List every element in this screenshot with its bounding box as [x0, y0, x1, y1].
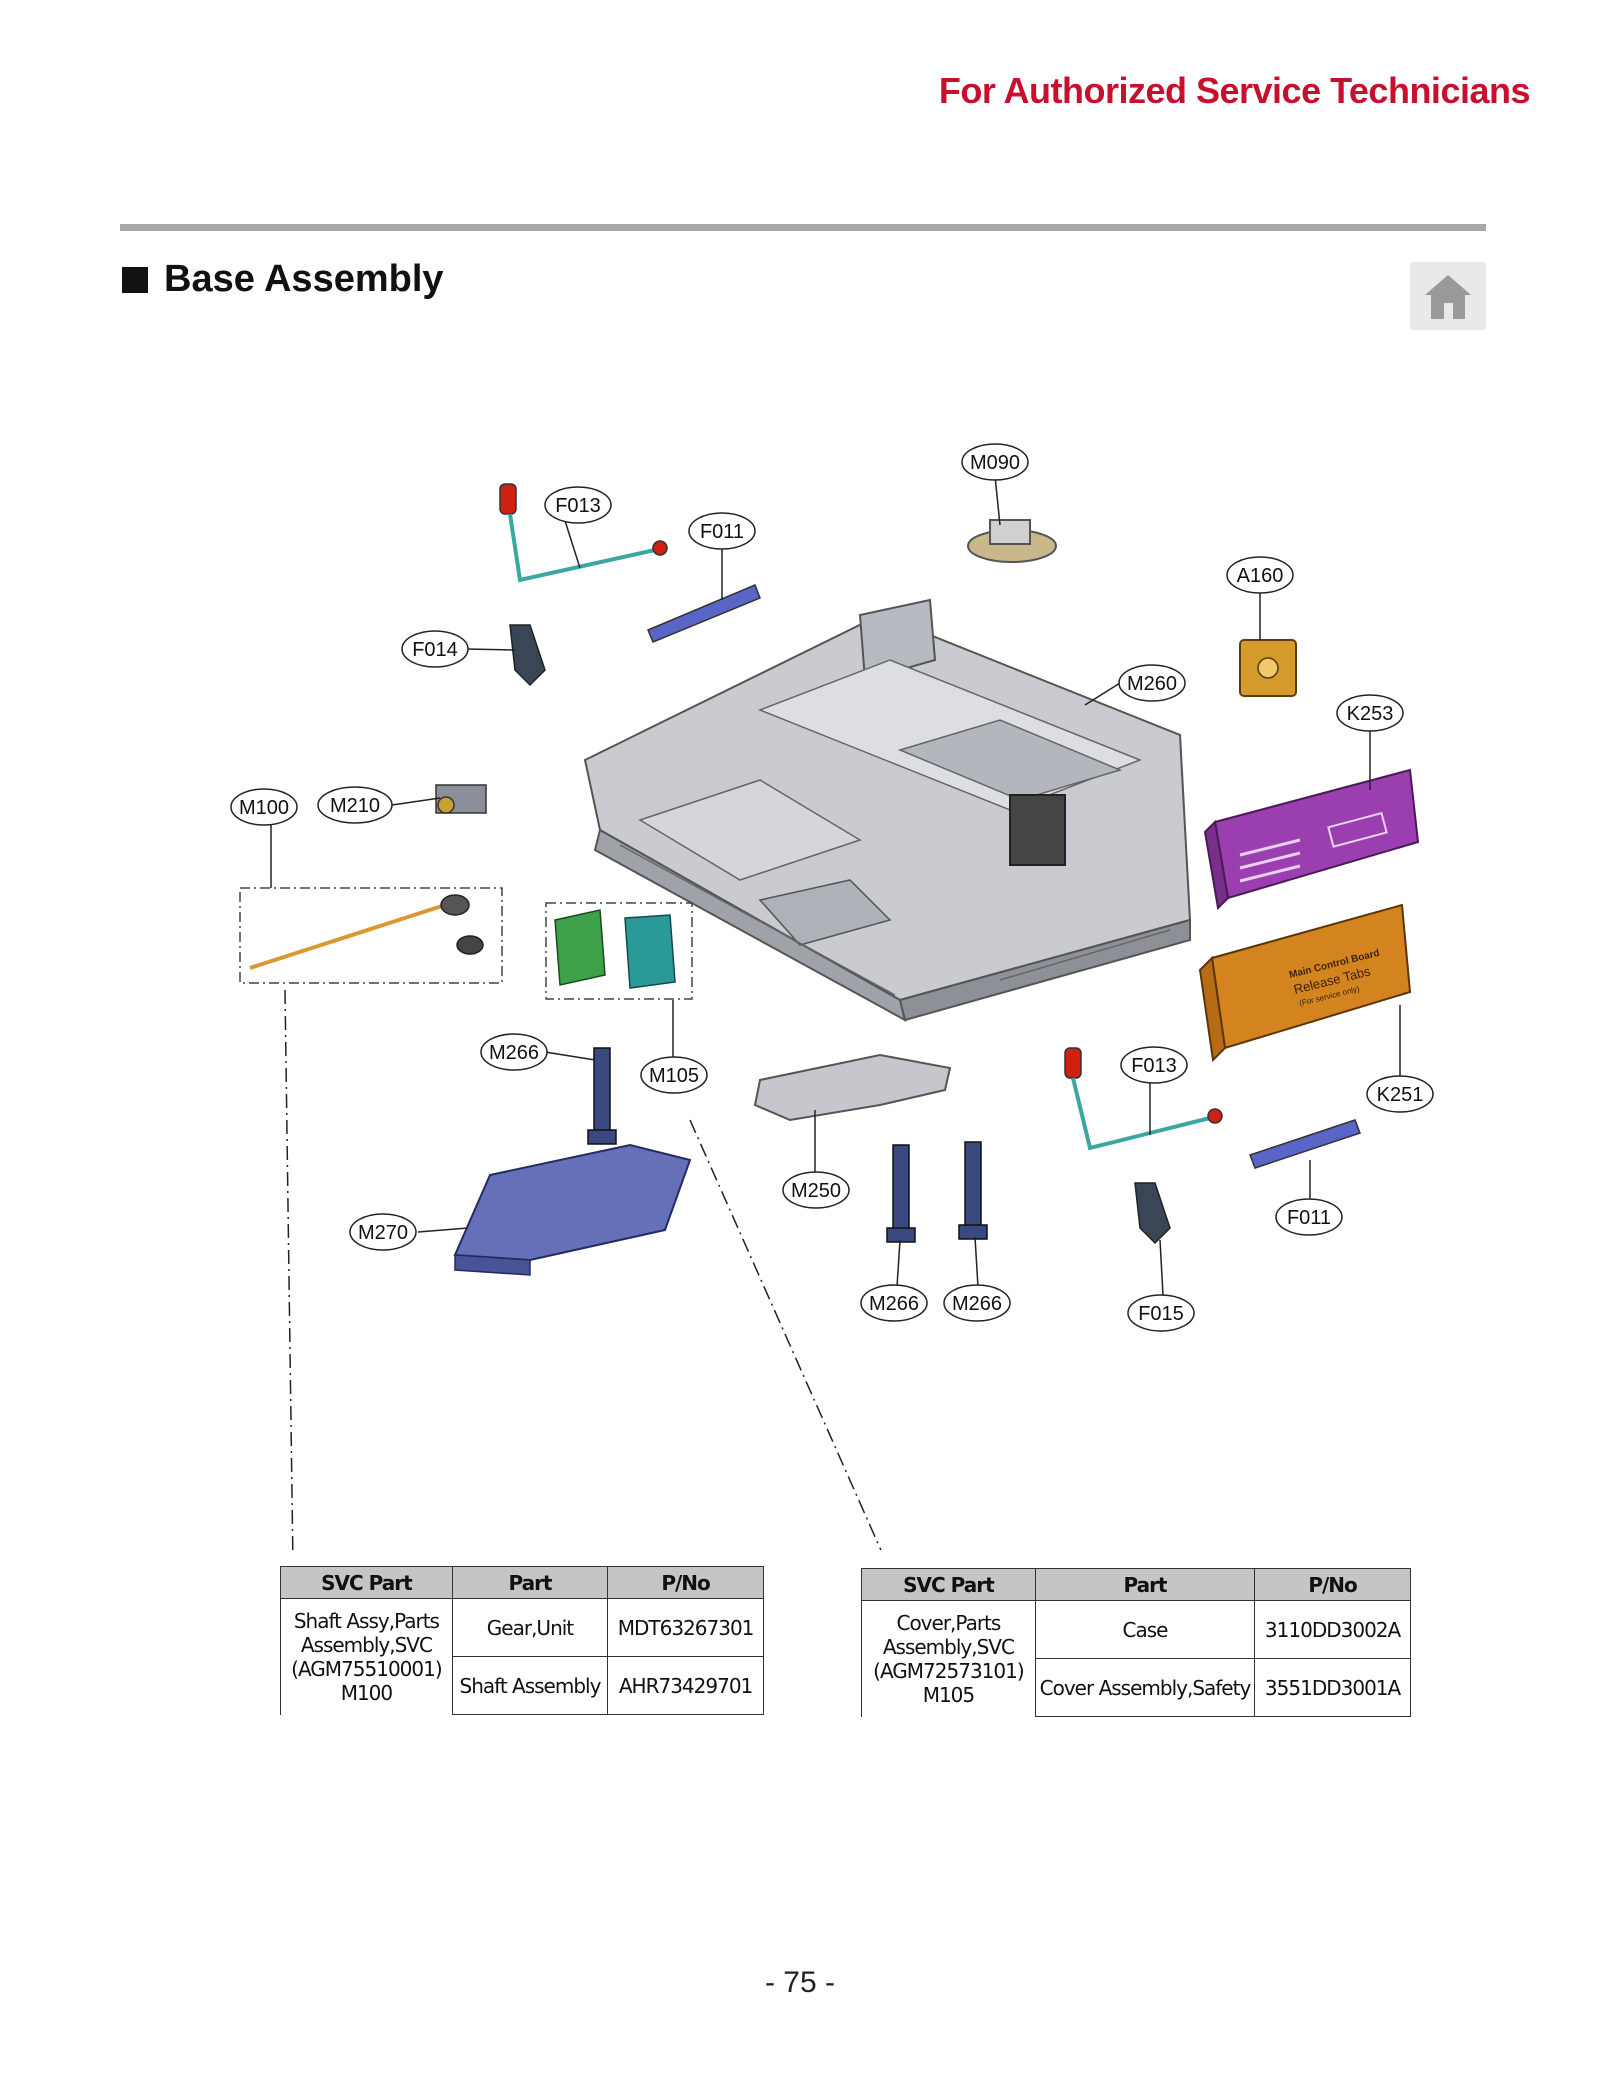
svg-text:M266: M266 — [869, 1293, 919, 1315]
svc-part-line: (AGM72573101) — [873, 1658, 1024, 1683]
exploded-parts-diagram: Main Control Board Release Tabs (For ser… — [230, 443, 1434, 1550]
home-button[interactable] — [1410, 262, 1486, 330]
callout-f015: F015 — [1127, 1294, 1195, 1332]
svg-text:M266: M266 — [489, 1042, 539, 1064]
callout-f011-top: F011 — [688, 512, 756, 550]
part-m266-screw-a — [587, 1047, 617, 1145]
svc-part-line: M100 — [340, 1680, 393, 1705]
callout-a160: A160 — [1226, 556, 1294, 594]
svg-text:F013: F013 — [1131, 1055, 1177, 1077]
header-title: For Authorized Service Technicians — [938, 70, 1531, 111]
svg-text:M260: M260 — [1127, 673, 1177, 695]
svg-text:M270: M270 — [358, 1222, 408, 1244]
section-title: Base Assembly — [122, 258, 444, 301]
callout-m266-c: M266 — [943, 1284, 1011, 1322]
header-divider — [120, 224, 1486, 231]
callout-m100: M100 — [230, 788, 298, 826]
svg-text:M250: M250 — [791, 1180, 841, 1202]
part-m266-screw-b — [886, 1144, 916, 1243]
callout-m105: M105 — [640, 1056, 708, 1094]
table-row: Shaft Assembly AHR73429701 — [281, 1656, 764, 1715]
part-f015 — [1134, 1182, 1171, 1245]
part-k253 — [1203, 768, 1420, 911]
svc-parts-table-m100: SVC Part Part P/No Shaft Assy,Parts Asse… — [280, 1566, 764, 1715]
callout-f013-bottom: F013 — [1120, 1046, 1188, 1084]
table-header-cell: Part — [451, 1566, 609, 1599]
callout-m260: M260 — [1118, 664, 1186, 702]
svg-text:K251: K251 — [1377, 1084, 1424, 1106]
table-header-cell: P/No — [1254, 1568, 1411, 1601]
pno-cell: 3110DD3002A — [1254, 1600, 1411, 1659]
table-header-row: SVC Part Part P/No — [280, 1566, 764, 1599]
pno-cell: 3551DD3001A — [1254, 1658, 1411, 1717]
svg-text:M210: M210 — [330, 795, 380, 817]
part-m090 — [967, 519, 1057, 563]
svg-text:K253: K253 — [1347, 703, 1394, 725]
callout-m266-b: M266 — [860, 1284, 928, 1322]
svg-text:F013: F013 — [555, 495, 601, 517]
svg-text:M100: M100 — [239, 797, 289, 819]
pno-cell: AHR73429701 — [607, 1656, 764, 1715]
svg-text:M266: M266 — [952, 1293, 1002, 1315]
callout-f014: F014 — [401, 630, 469, 668]
table-header-row: SVC Part Part P/No — [861, 1568, 1411, 1601]
table-header-cell: Part — [1034, 1568, 1256, 1601]
part-m270 — [453, 1143, 692, 1276]
part-f011-bottom — [1249, 1119, 1361, 1169]
pno-cell: MDT63267301 — [607, 1598, 764, 1657]
table-header-cell: SVC Part — [280, 1566, 453, 1599]
base-frame — [583, 598, 1192, 1022]
page-number: - 75 - — [764, 1966, 836, 1999]
callout-k251: K251 — [1366, 1075, 1434, 1113]
table-header-cell: P/No — [607, 1566, 764, 1599]
svg-text:F011: F011 — [700, 521, 744, 543]
svc-part-cell: Cover,Parts Assembly,SVC (AGM72573101) M… — [861, 1600, 1036, 1717]
part-cell: Shaft Assembly — [451, 1656, 609, 1715]
home-icon — [1425, 275, 1471, 319]
table-header-cell: SVC Part — [861, 1568, 1036, 1601]
callout-m270: M270 — [349, 1213, 417, 1251]
svc-part-line: Assembly,SVC — [882, 1634, 1015, 1659]
svg-text:F011: F011 — [1287, 1207, 1331, 1229]
part-f011-top — [647, 584, 761, 643]
svc-part-line: M105 — [922, 1682, 975, 1707]
part-a160 — [1239, 639, 1297, 697]
part-cell: Case — [1034, 1600, 1256, 1659]
section-title-text: Base Assembly — [164, 258, 444, 300]
table-row: Shaft Assy,Parts Assembly,SVC (AGM755100… — [280, 1598, 764, 1715]
svg-text:F014: F014 — [412, 639, 458, 661]
callout-f013-top: F013 — [544, 486, 612, 524]
svc-part-line: Cover,Parts — [896, 1610, 1001, 1635]
part-m105-group — [545, 902, 693, 1000]
part-f013-top — [499, 483, 668, 583]
square-bullet-icon — [122, 266, 148, 293]
part-m100-group — [239, 887, 503, 984]
callout-m250: M250 — [782, 1171, 850, 1209]
part-m250 — [753, 1053, 952, 1122]
svg-text:M090: M090 — [970, 452, 1020, 474]
part-cell: Cover Assembly,Safety — [1034, 1658, 1256, 1717]
svc-part-line: (AGM75510001) — [291, 1656, 442, 1681]
callout-m210: M210 — [317, 786, 393, 824]
part-m210 — [435, 784, 487, 814]
part-m266-screw-c — [958, 1141, 988, 1240]
part-k251: Main Control Board Release Tabs (For ser… — [1198, 903, 1412, 1063]
svg-text:M105: M105 — [649, 1065, 699, 1087]
svc-part-cell: Shaft Assy,Parts Assembly,SVC (AGM755100… — [280, 1598, 453, 1715]
svg-text:F015: F015 — [1138, 1303, 1184, 1325]
part-f013-bottom — [1064, 1047, 1223, 1151]
svc-parts-table-m105: SVC Part Part P/No Cover,Parts Assembly,… — [861, 1568, 1411, 1717]
table-row: Cover Assembly,Safety 3551DD3001A — [862, 1658, 1411, 1717]
callout-f011-bottom: F011 — [1275, 1198, 1343, 1236]
svc-part-line: Shaft Assy,Parts — [293, 1608, 440, 1633]
table-row: Cover,Parts Assembly,SVC (AGM72573101) M… — [861, 1600, 1411, 1717]
svc-part-line: Assembly,SVC — [300, 1632, 433, 1657]
part-f014 — [509, 624, 546, 687]
callout-m266-a: M266 — [480, 1033, 548, 1071]
svg-text:A160: A160 — [1237, 565, 1284, 587]
part-cell: Gear,Unit — [451, 1598, 609, 1657]
callout-m090: M090 — [961, 443, 1029, 481]
leader-lines — [270, 475, 1401, 1550]
callout-k253: K253 — [1336, 694, 1404, 732]
